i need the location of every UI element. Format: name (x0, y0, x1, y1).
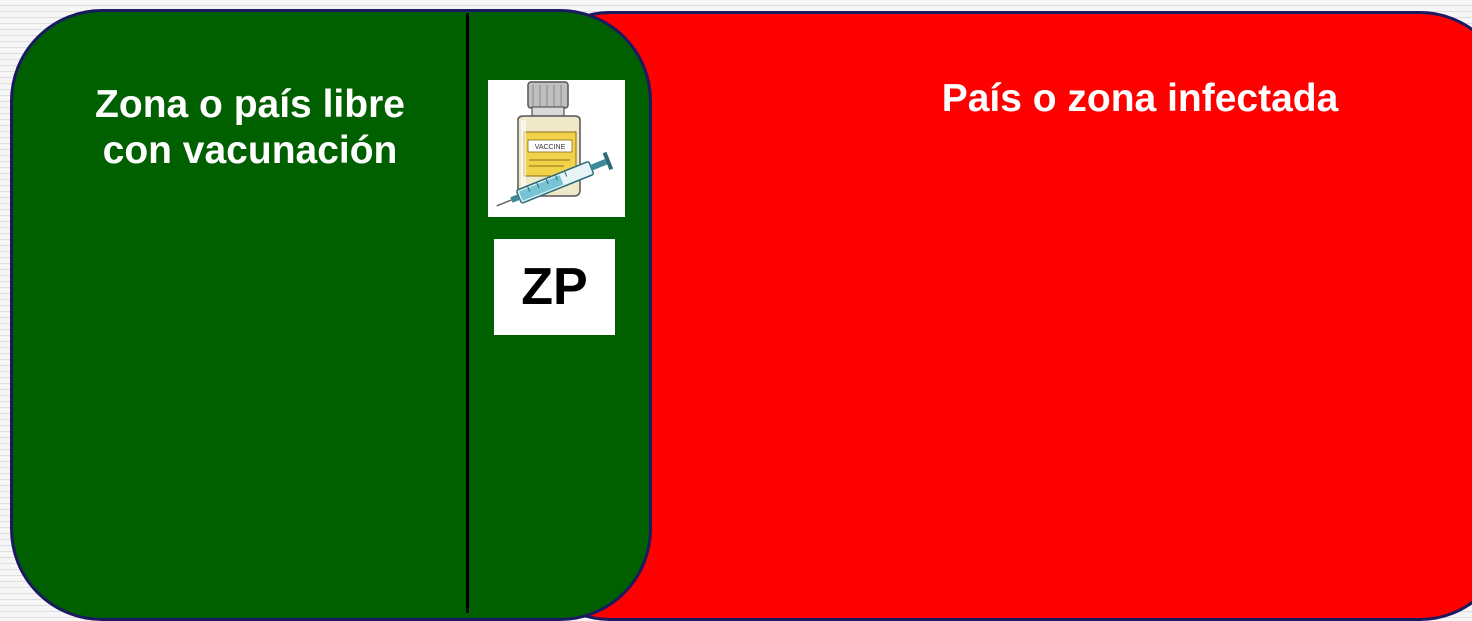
buffer-zone-divider (466, 13, 469, 613)
vaccine-icon: VACCINE (496, 81, 614, 207)
infected-zone (520, 11, 1472, 621)
infected-zone-title: País o zona infectada (941, 77, 1339, 120)
free-zone-title-line1: Zona o país libre (95, 83, 405, 126)
zone-diagram: Zona o país libre con vacunación País o … (10, 9, 1472, 621)
free-zone-title-line2: con vacunación (102, 129, 398, 172)
vaccine-image-card: VACCINE (488, 80, 625, 217)
free-zone-title: Zona o país libre con vacunación (40, 82, 460, 174)
buffer-zone-label: ZP (494, 239, 615, 335)
vaccine-label-text: VACCINE (535, 144, 566, 151)
